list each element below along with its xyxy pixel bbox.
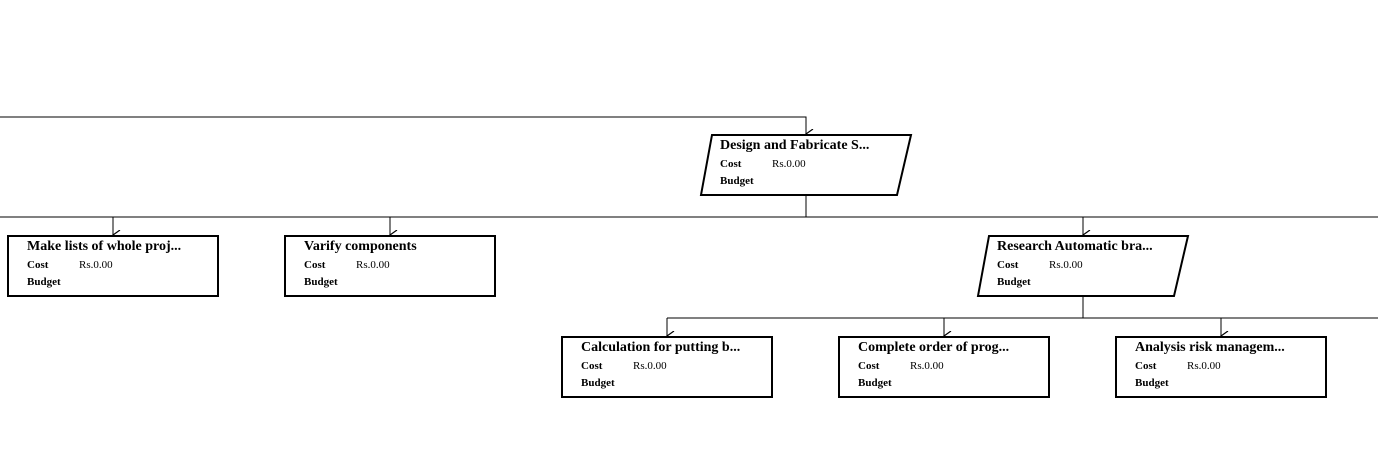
wbs-node-complete-order[interactable]: Complete order of prog... Cost Rs.0.00 Bu…	[838, 336, 1050, 398]
budget-label: Budget	[720, 175, 754, 187]
rectangle-shape	[561, 336, 773, 398]
node-title: Research Automatic bra...	[997, 239, 1153, 254]
wbs-node-design[interactable]: Design and Fabricate S... Cost Rs.0.00 Bu…	[699, 134, 913, 196]
cost-value: Rs.0.00	[1049, 259, 1083, 271]
cost-value: Rs.0.00	[79, 259, 113, 271]
cost-label: Cost	[1135, 360, 1157, 372]
cost-value: Rs.0.00	[772, 158, 806, 170]
rectangle-shape	[284, 235, 496, 297]
edge-parent-design	[0, 116, 806, 134]
budget-label: Budget	[304, 276, 338, 288]
node-title: Make lists of whole proj...	[27, 239, 182, 254]
cost-value: Rs.0.00	[910, 360, 944, 372]
cost-label: Cost	[720, 158, 742, 170]
cost-label: Cost	[27, 259, 49, 271]
budget-label: Budget	[27, 276, 61, 288]
cost-value: Rs.0.00	[633, 360, 667, 372]
parallelogram-shape	[976, 235, 1190, 297]
rectangle-shape	[1115, 336, 1327, 398]
wbs-node-analysis[interactable]: Analysis risk managem... Cost Rs.0.00 Bud…	[1115, 336, 1327, 398]
cost-value: Rs.0.00	[356, 259, 390, 271]
rectangle-shape	[838, 336, 1050, 398]
budget-label: Budget	[1135, 377, 1169, 389]
cost-label: Cost	[304, 259, 326, 271]
cost-label: Cost	[581, 360, 603, 372]
parallelogram-shape	[699, 134, 913, 196]
budget-label: Budget	[997, 276, 1031, 288]
node-title: Varify components	[304, 239, 417, 254]
node-title: Design and Fabricate S...	[720, 138, 870, 153]
budget-label: Budget	[581, 377, 615, 389]
node-title: Calculation for putting b...	[581, 340, 741, 355]
node-title: Complete order of prog...	[858, 340, 1010, 355]
wbs-node-calculation[interactable]: Calculation for putting b... Cost Rs.0.00…	[561, 336, 773, 398]
node-title: Analysis risk managem...	[1135, 340, 1285, 355]
wbs-node-research[interactable]: Research Automatic bra... Cost Rs.0.00 Bu…	[976, 235, 1190, 297]
rectangle-shape	[7, 235, 219, 297]
wbs-node-varify[interactable]: Varify components Cost Rs.0.00 Budget	[284, 235, 496, 297]
cost-value: Rs.0.00	[1187, 360, 1221, 372]
cost-label: Cost	[858, 360, 880, 372]
cost-label: Cost	[997, 259, 1019, 271]
budget-label: Budget	[858, 377, 892, 389]
